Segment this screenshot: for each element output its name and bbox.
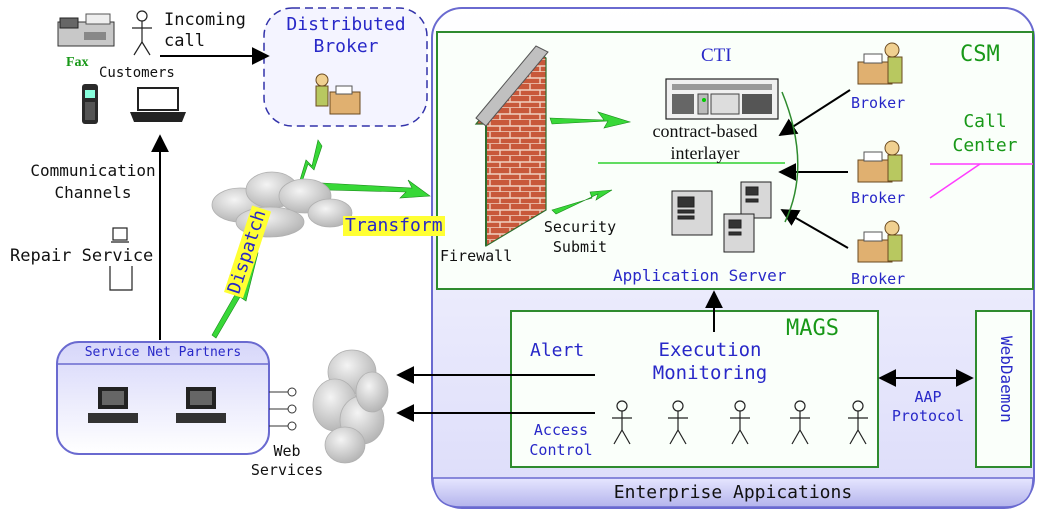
mags-box	[510, 310, 879, 468]
agent-5-icon	[848, 400, 868, 445]
enterprise-applications-label: Enterprise Appications	[613, 482, 853, 503]
cti-label: CTI	[701, 45, 732, 66]
agent-1-icon	[612, 400, 632, 445]
agent-2-icon	[668, 400, 688, 445]
aap-protocol-label: AAP Protocol	[891, 388, 965, 425]
internet-cloud	[211, 171, 353, 238]
customer-stick-figure	[132, 10, 152, 56]
webdaemon-box	[975, 310, 1032, 468]
lightning-bolts	[211, 111, 632, 339]
mags-agents	[612, 400, 868, 445]
contract-interlayer-label: contract-based interlayer	[652, 121, 758, 163]
broker3-arrow	[780, 209, 849, 249]
broker-2-label: Broker	[851, 189, 906, 207]
mags-label: MAGS	[786, 316, 839, 341]
application-server-label: Application Server	[613, 266, 787, 285]
csm-label: CSM	[960, 42, 1000, 67]
repair-service-label: Repair Service	[10, 246, 154, 266]
webdaemon-label: WebDaemon	[997, 336, 1016, 423]
fax-icon	[57, 13, 115, 47]
call-center-line-2	[929, 163, 981, 199]
service-net-partners-label: Service Net Partners	[84, 345, 242, 360]
security-submit-label: Security Submit	[543, 218, 617, 256]
service-net-partners-box	[56, 341, 270, 455]
agent-4-icon	[790, 400, 810, 445]
access-control-label: Access Control	[529, 421, 593, 459]
broker-icon-3	[857, 220, 903, 263]
call-center-label: Call Center	[952, 111, 1018, 156]
incoming-call-label: Incoming call	[164, 10, 246, 51]
broker-1-label: Broker	[851, 94, 906, 112]
laptop-icon	[130, 87, 186, 122]
partner-computer-2-icon	[176, 387, 226, 423]
firewall-label: Firewall	[440, 247, 513, 265]
distributed-broker-box	[263, 7, 428, 127]
firewall-icon	[474, 45, 549, 248]
cti-device-icon	[665, 78, 779, 120]
web-services-cloud	[312, 349, 389, 464]
transform-label: Transform	[343, 215, 445, 236]
broker-icon-2	[857, 140, 903, 183]
execution-monitoring-label: Execution Monitoring	[652, 339, 768, 384]
customers-label: Customers	[99, 65, 175, 81]
communication-channels-label: Communication Channels	[30, 161, 156, 202]
broker-3-label: Broker	[851, 270, 906, 288]
partner-computer-1-icon	[88, 387, 138, 423]
application-server-icon	[671, 181, 772, 253]
alert-label: Alert	[530, 340, 585, 361]
distributed-broker-label: Distributed Broker	[286, 14, 406, 57]
repair-service-icon	[109, 227, 133, 291]
broker1-arrow	[778, 89, 851, 136]
web-services-label: Web Services	[250, 442, 324, 479]
broker-icon-1	[857, 42, 903, 85]
mobile-phone-icon	[82, 84, 98, 124]
fax-label: Fax	[66, 55, 89, 70]
broker-icon-distributed	[315, 73, 361, 115]
arrows	[151, 47, 974, 422]
web-service-ports	[269, 387, 297, 431]
agent-3-icon	[730, 400, 750, 445]
interface-arc	[781, 91, 799, 223]
